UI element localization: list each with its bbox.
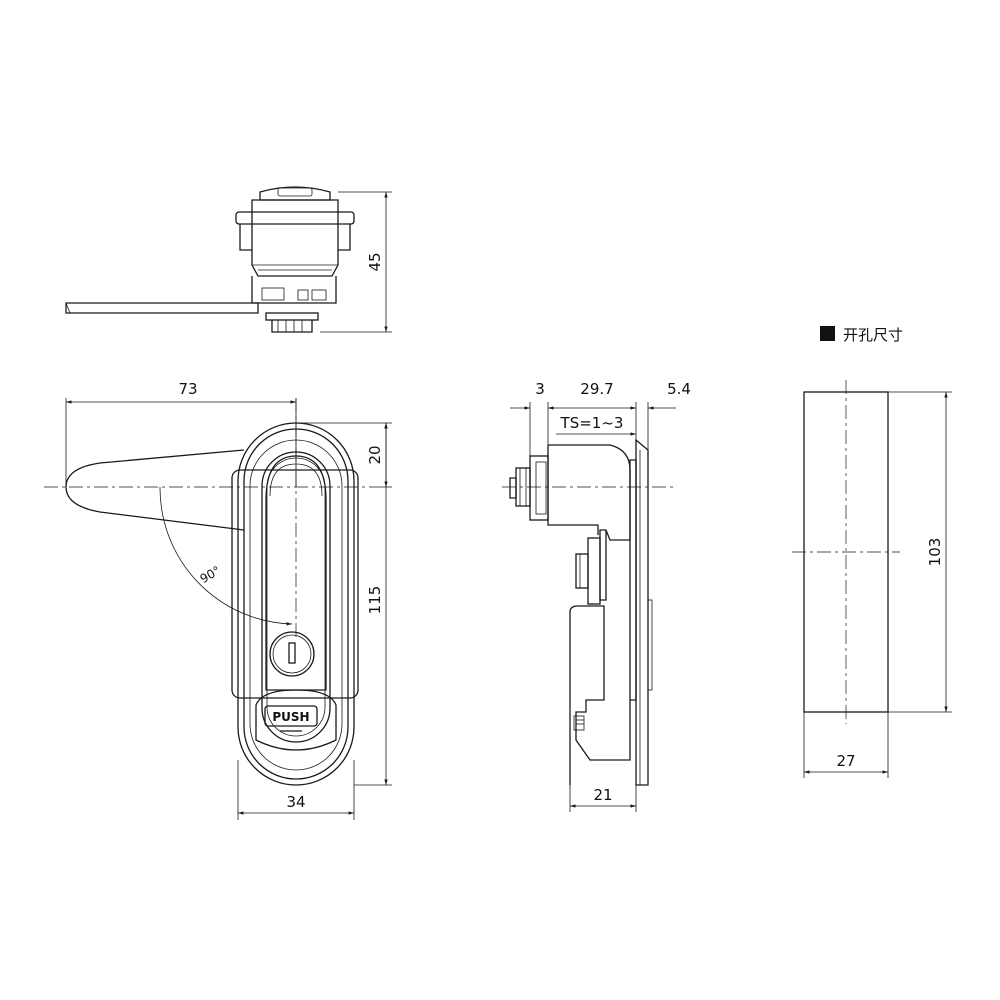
dim-side-3: 3: [535, 380, 545, 398]
angle-label: 90°: [198, 563, 223, 586]
dim-offset-top: 20: [366, 445, 384, 464]
dim-body-height: 115: [366, 586, 384, 615]
cutout-view: 开孔尺寸 103 27: [792, 326, 952, 778]
cutout-legend-square: [820, 326, 835, 341]
dim-cutout-width: 27: [836, 752, 855, 770]
dim-body-width: 34: [286, 793, 305, 811]
top-view: 45: [65, 186, 392, 333]
dim-side-5-4: 5.4: [667, 380, 691, 398]
dim-handle-width: 73: [178, 380, 197, 398]
dim-side-depth: 21: [593, 786, 612, 804]
push-label: PUSH: [272, 710, 309, 724]
dim-side-29-7: 29.7: [580, 380, 613, 398]
ts-range: TS=1~3: [560, 414, 624, 432]
cutout-title: 开孔尺寸: [843, 326, 903, 344]
dim-top-height: 45: [366, 252, 384, 271]
side-view: 3 29.7 5.4 TS=1~3 21: [502, 380, 691, 812]
dim-cutout-height: 103: [926, 538, 944, 567]
front-view: 90° PUSH 73 20 115: [44, 380, 392, 820]
